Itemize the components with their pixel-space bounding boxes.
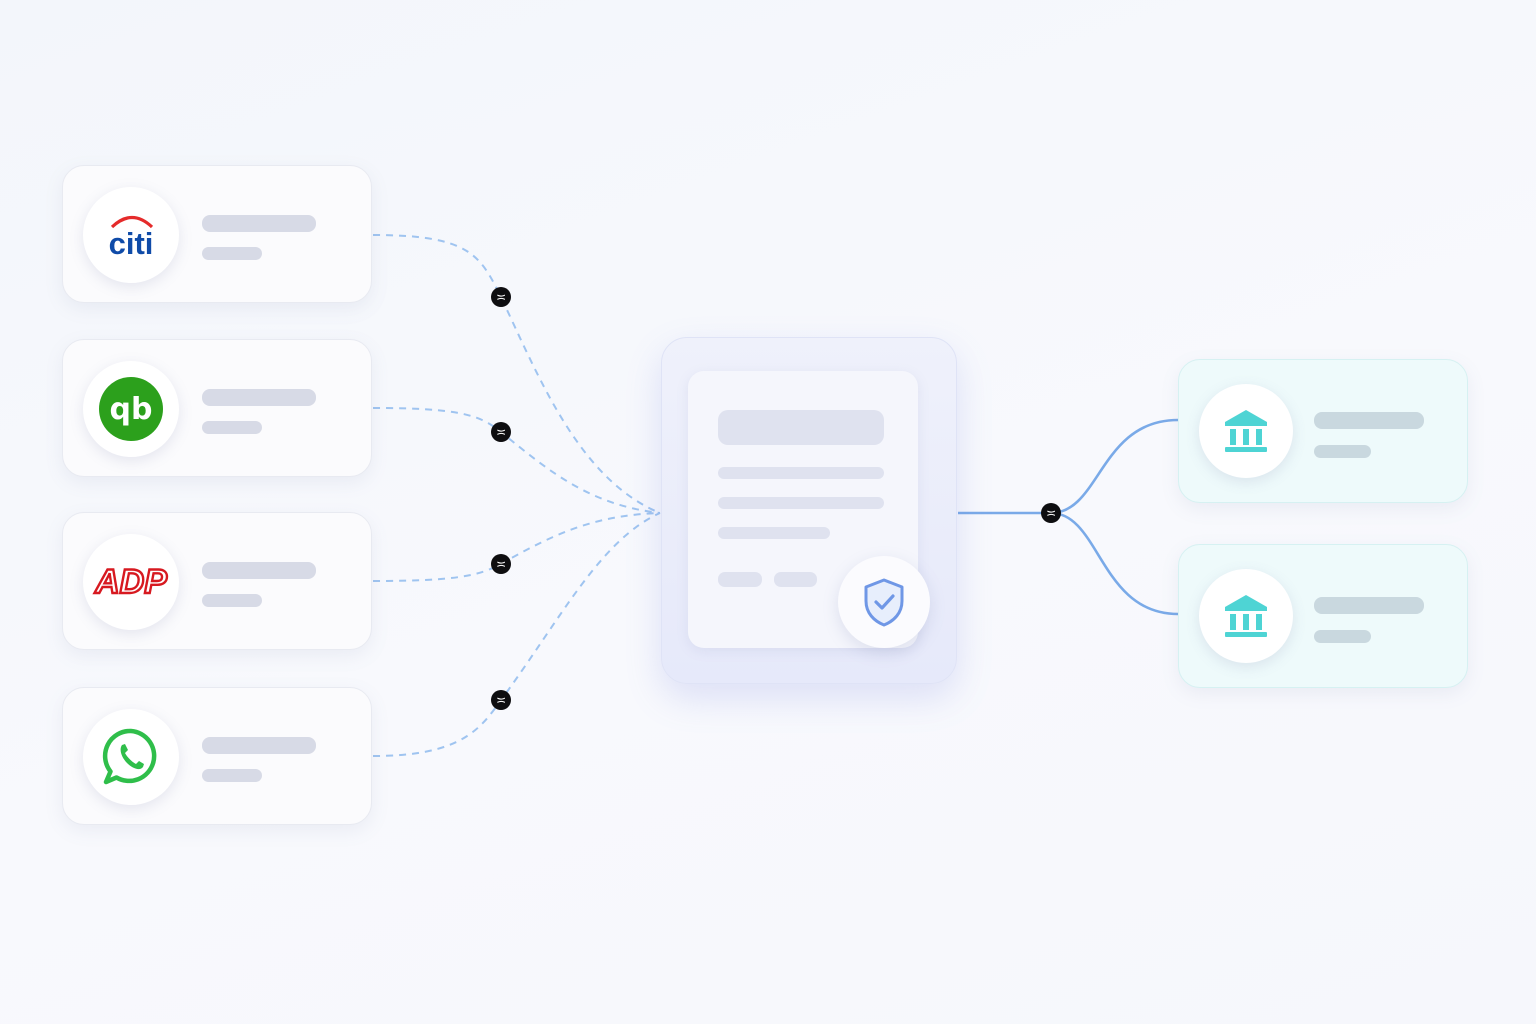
destination-card-bank-2[interactable] bbox=[1178, 544, 1468, 688]
bank-logo bbox=[1199, 569, 1293, 663]
connector-whatsapp bbox=[372, 512, 661, 757]
destination-subtitle-placeholder bbox=[1314, 630, 1371, 643]
whatsapp-logo bbox=[83, 709, 179, 805]
destination-subtitle-placeholder bbox=[1314, 445, 1371, 458]
doc-header-placeholder bbox=[718, 410, 884, 445]
connector-node-whatsapp[interactable]: ≍ bbox=[491, 690, 511, 710]
destination-title-placeholder bbox=[1314, 412, 1424, 429]
connector-node-quickbooks[interactable]: ≍ bbox=[491, 422, 511, 442]
connector-node-adp[interactable]: ≍ bbox=[491, 554, 511, 574]
source-card-whatsapp[interactable] bbox=[62, 687, 372, 825]
source-card-adp[interactable]: ADP bbox=[62, 512, 372, 650]
destination-title-placeholder bbox=[1314, 597, 1424, 614]
doc-line-placeholder bbox=[718, 467, 884, 479]
source-title-placeholder bbox=[202, 562, 316, 579]
doc-tag-placeholder bbox=[774, 572, 817, 587]
source-title-placeholder bbox=[202, 389, 316, 406]
doc-tag-placeholder bbox=[718, 572, 762, 587]
connector-node-output[interactable]: ≍ bbox=[1041, 503, 1061, 523]
doc-line-placeholder bbox=[718, 497, 884, 509]
shield-badge bbox=[838, 556, 930, 648]
connector-adp bbox=[372, 512, 661, 582]
document-card bbox=[688, 371, 918, 648]
connector-bank-2 bbox=[1050, 511, 1179, 616]
citi-logo: citi bbox=[83, 187, 179, 283]
connector-quickbooks bbox=[372, 407, 661, 514]
source-subtitle-placeholder bbox=[202, 421, 262, 434]
doc-line-placeholder bbox=[718, 527, 830, 539]
adp-logo: ADP bbox=[83, 534, 179, 630]
bank-icon bbox=[1225, 595, 1267, 637]
connector-node-citi[interactable]: ≍ bbox=[491, 287, 511, 307]
bank-icon bbox=[1225, 410, 1267, 452]
svg-text:qb: qb bbox=[110, 392, 153, 427]
source-subtitle-placeholder bbox=[202, 594, 262, 607]
source-title-placeholder bbox=[202, 737, 316, 754]
verification-hub[interactable] bbox=[661, 337, 957, 684]
source-card-quickbooks[interactable]: qb bbox=[62, 339, 372, 477]
connector-bank-1 bbox=[1050, 418, 1179, 515]
svg-text:citi: citi bbox=[109, 226, 154, 260]
source-subtitle-placeholder bbox=[202, 247, 262, 260]
connector-citi bbox=[372, 234, 661, 514]
quickbooks-logo: qb bbox=[83, 361, 179, 457]
bank-logo bbox=[1199, 384, 1293, 478]
source-card-citi[interactable]: citi bbox=[62, 165, 372, 303]
svg-text:ADP: ADP bbox=[94, 563, 167, 601]
destination-card-bank-1[interactable] bbox=[1178, 359, 1468, 503]
source-title-placeholder bbox=[202, 215, 316, 232]
shield-check-icon bbox=[864, 578, 904, 627]
source-subtitle-placeholder bbox=[202, 769, 262, 782]
